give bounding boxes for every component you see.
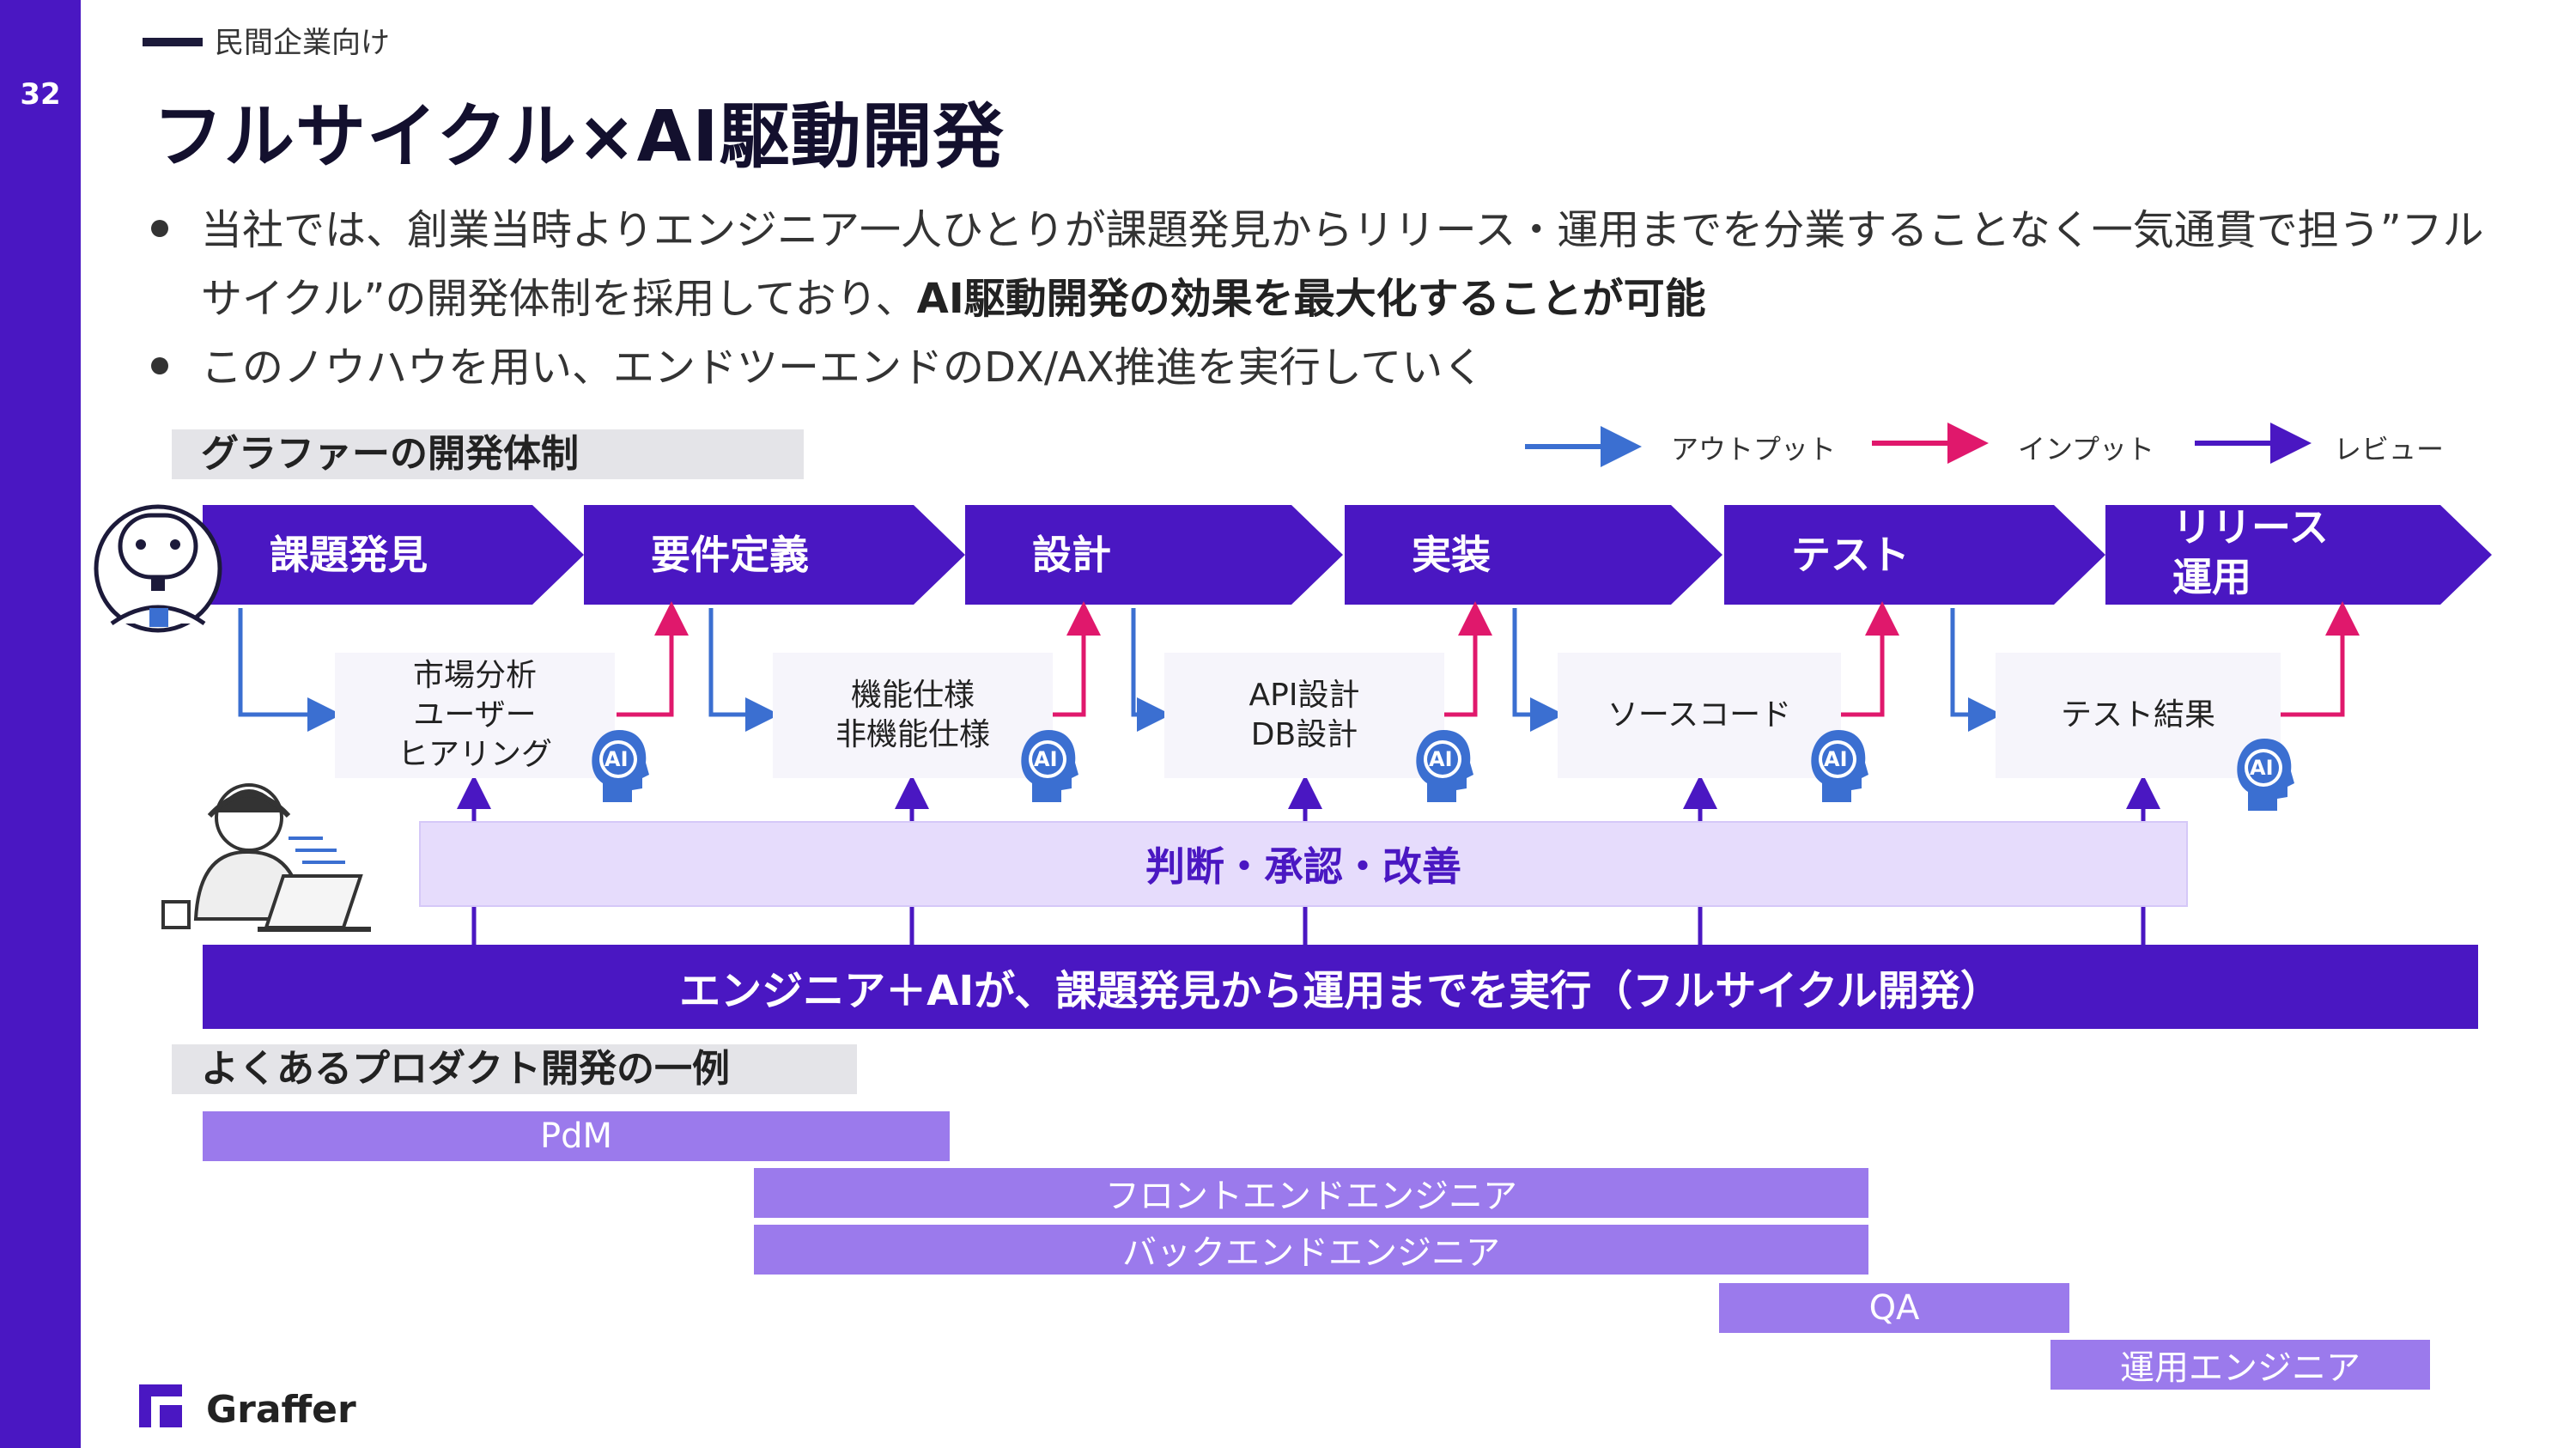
role-bar-frontend: フロントエンドエンジニア bbox=[754, 1168, 1868, 1218]
output-line: DB設計 bbox=[1250, 717, 1358, 752]
input-arrow-4 bbox=[1841, 601, 1899, 717]
chevron-phase-4 bbox=[1345, 505, 1722, 605]
output-line: 機能仕様 bbox=[850, 678, 975, 713]
output-arrow-3 bbox=[1131, 608, 1171, 732]
category-marker bbox=[143, 38, 203, 46]
output-line: 非機能仕様 bbox=[835, 717, 990, 752]
phase-label-6a: リリース bbox=[2172, 504, 2329, 551]
ai-robot-avatar bbox=[94, 504, 222, 633]
ai-badge-text: AI bbox=[605, 747, 629, 771]
page-number: 32 bbox=[20, 77, 61, 112]
phase-label-5: テスト bbox=[1791, 532, 1910, 578]
ai-brain-icon: AI bbox=[587, 727, 651, 804]
output-arrow-5 bbox=[1950, 608, 2002, 732]
engineer-illustration bbox=[161, 783, 371, 932]
ai-badge-text: AI bbox=[1034, 747, 1058, 771]
output-arrow-1 bbox=[238, 608, 342, 732]
role-bar-ops: 運用エンジニア bbox=[2050, 1340, 2430, 1390]
bullet-1-text: 当社では、創業当時よりエンジニア一人ひとりが課題発見からリリース・運用までを分業… bbox=[201, 206, 2484, 323]
phase-label-1: 課題発見 bbox=[270, 532, 428, 578]
chevron-phase-5 bbox=[1724, 505, 2105, 605]
input-arrow-3 bbox=[1444, 601, 1492, 717]
chevron-phase-1 bbox=[203, 505, 584, 605]
input-arrow-5 bbox=[2281, 601, 2360, 717]
bullet-dot bbox=[151, 357, 168, 374]
ai-brain-icon: AI bbox=[1412, 727, 1475, 804]
output-arrow-2 bbox=[708, 608, 780, 732]
legend-review-label: レビュー bbox=[2334, 433, 2445, 465]
bullet-1: 当社では、創業当時よりエンジニア一人ひとりが課題発見からリリース・運用までを分業… bbox=[151, 196, 2521, 333]
output-box-research: 市場分析 ユーザー ヒアリング bbox=[335, 653, 615, 778]
ai-badge-text: AI bbox=[1824, 747, 1848, 771]
role-bar-pdm: PdM bbox=[203, 1111, 950, 1161]
bullet-2-text: このノウハウを用い、エンドツーエンドのDX/AX推進を実行していく bbox=[201, 344, 1485, 392]
chevron-phase-6 bbox=[2105, 505, 2492, 605]
role-bar-backend: バックエンドエンジニア bbox=[754, 1225, 1868, 1275]
ai-badge-text: AI bbox=[2250, 756, 2274, 780]
input-arrow-2 bbox=[1053, 601, 1101, 717]
output-line: テスト結果 bbox=[2060, 697, 2215, 733]
page-title: フルサイクル×AI駆動開発 bbox=[153, 96, 1005, 178]
section-label-typical-dev: よくあるプロダクト開発の一例 bbox=[172, 1044, 857, 1094]
sidebar-strip bbox=[0, 0, 81, 1448]
output-box-specs: 機能仕様 非機能仕様 bbox=[773, 653, 1053, 778]
input-arrow-1 bbox=[617, 601, 689, 717]
section-label-dev-structure: グラファーの開発体制 bbox=[172, 429, 804, 479]
bullet-dot bbox=[151, 220, 168, 237]
category-label: 民間企業向け bbox=[215, 26, 390, 60]
bullet-2: このノウハウを用い、エンドツーエンドのDX/AX推進を実行していく bbox=[151, 333, 2521, 402]
output-box-design: API設計 DB設計 bbox=[1164, 653, 1444, 778]
bullet-1-emphasis: AI駆動開発の効果を最大化することが可能 bbox=[916, 275, 1706, 323]
chevron-phase-3 bbox=[965, 505, 1343, 605]
phase-label-6b: 運用 bbox=[2172, 554, 2251, 600]
ai-brain-icon: AI bbox=[1017, 727, 1080, 804]
chevron-phase-2 bbox=[584, 505, 965, 605]
ai-brain-icon: AI bbox=[2233, 735, 2296, 812]
graffer-logo-icon bbox=[139, 1384, 182, 1427]
output-line: ユーザー bbox=[413, 697, 537, 733]
phase-label-3: 設計 bbox=[1032, 532, 1111, 578]
phase-label-2: 要件定義 bbox=[651, 532, 809, 578]
role-bar-qa: QA bbox=[1719, 1283, 2069, 1333]
output-box-test: テスト結果 bbox=[1996, 653, 2281, 778]
output-line: API設計 bbox=[1249, 678, 1360, 713]
output-arrow-4 bbox=[1512, 608, 1564, 732]
output-line: 市場分析 bbox=[412, 658, 537, 693]
output-box-source: ソースコード bbox=[1558, 653, 1841, 778]
legend-output-label: アウトプット bbox=[1671, 433, 1837, 465]
phase-label-4: 実装 bbox=[1412, 532, 1491, 578]
ai-badge-text: AI bbox=[1429, 747, 1453, 771]
judgement-box: 判断・承認・改善 bbox=[419, 821, 2188, 907]
ai-brain-icon: AI bbox=[1807, 727, 1870, 804]
output-line: ソースコード bbox=[1607, 697, 1792, 733]
legend-input-label: インプット bbox=[2018, 433, 2155, 465]
graffer-logo-text: Graffer bbox=[206, 1388, 356, 1432]
full-cycle-bar: エンジニア＋AIが、課題発見から運用までを実行（フルサイクル開発） bbox=[203, 945, 2478, 1029]
output-line: ヒアリング bbox=[397, 737, 552, 772]
